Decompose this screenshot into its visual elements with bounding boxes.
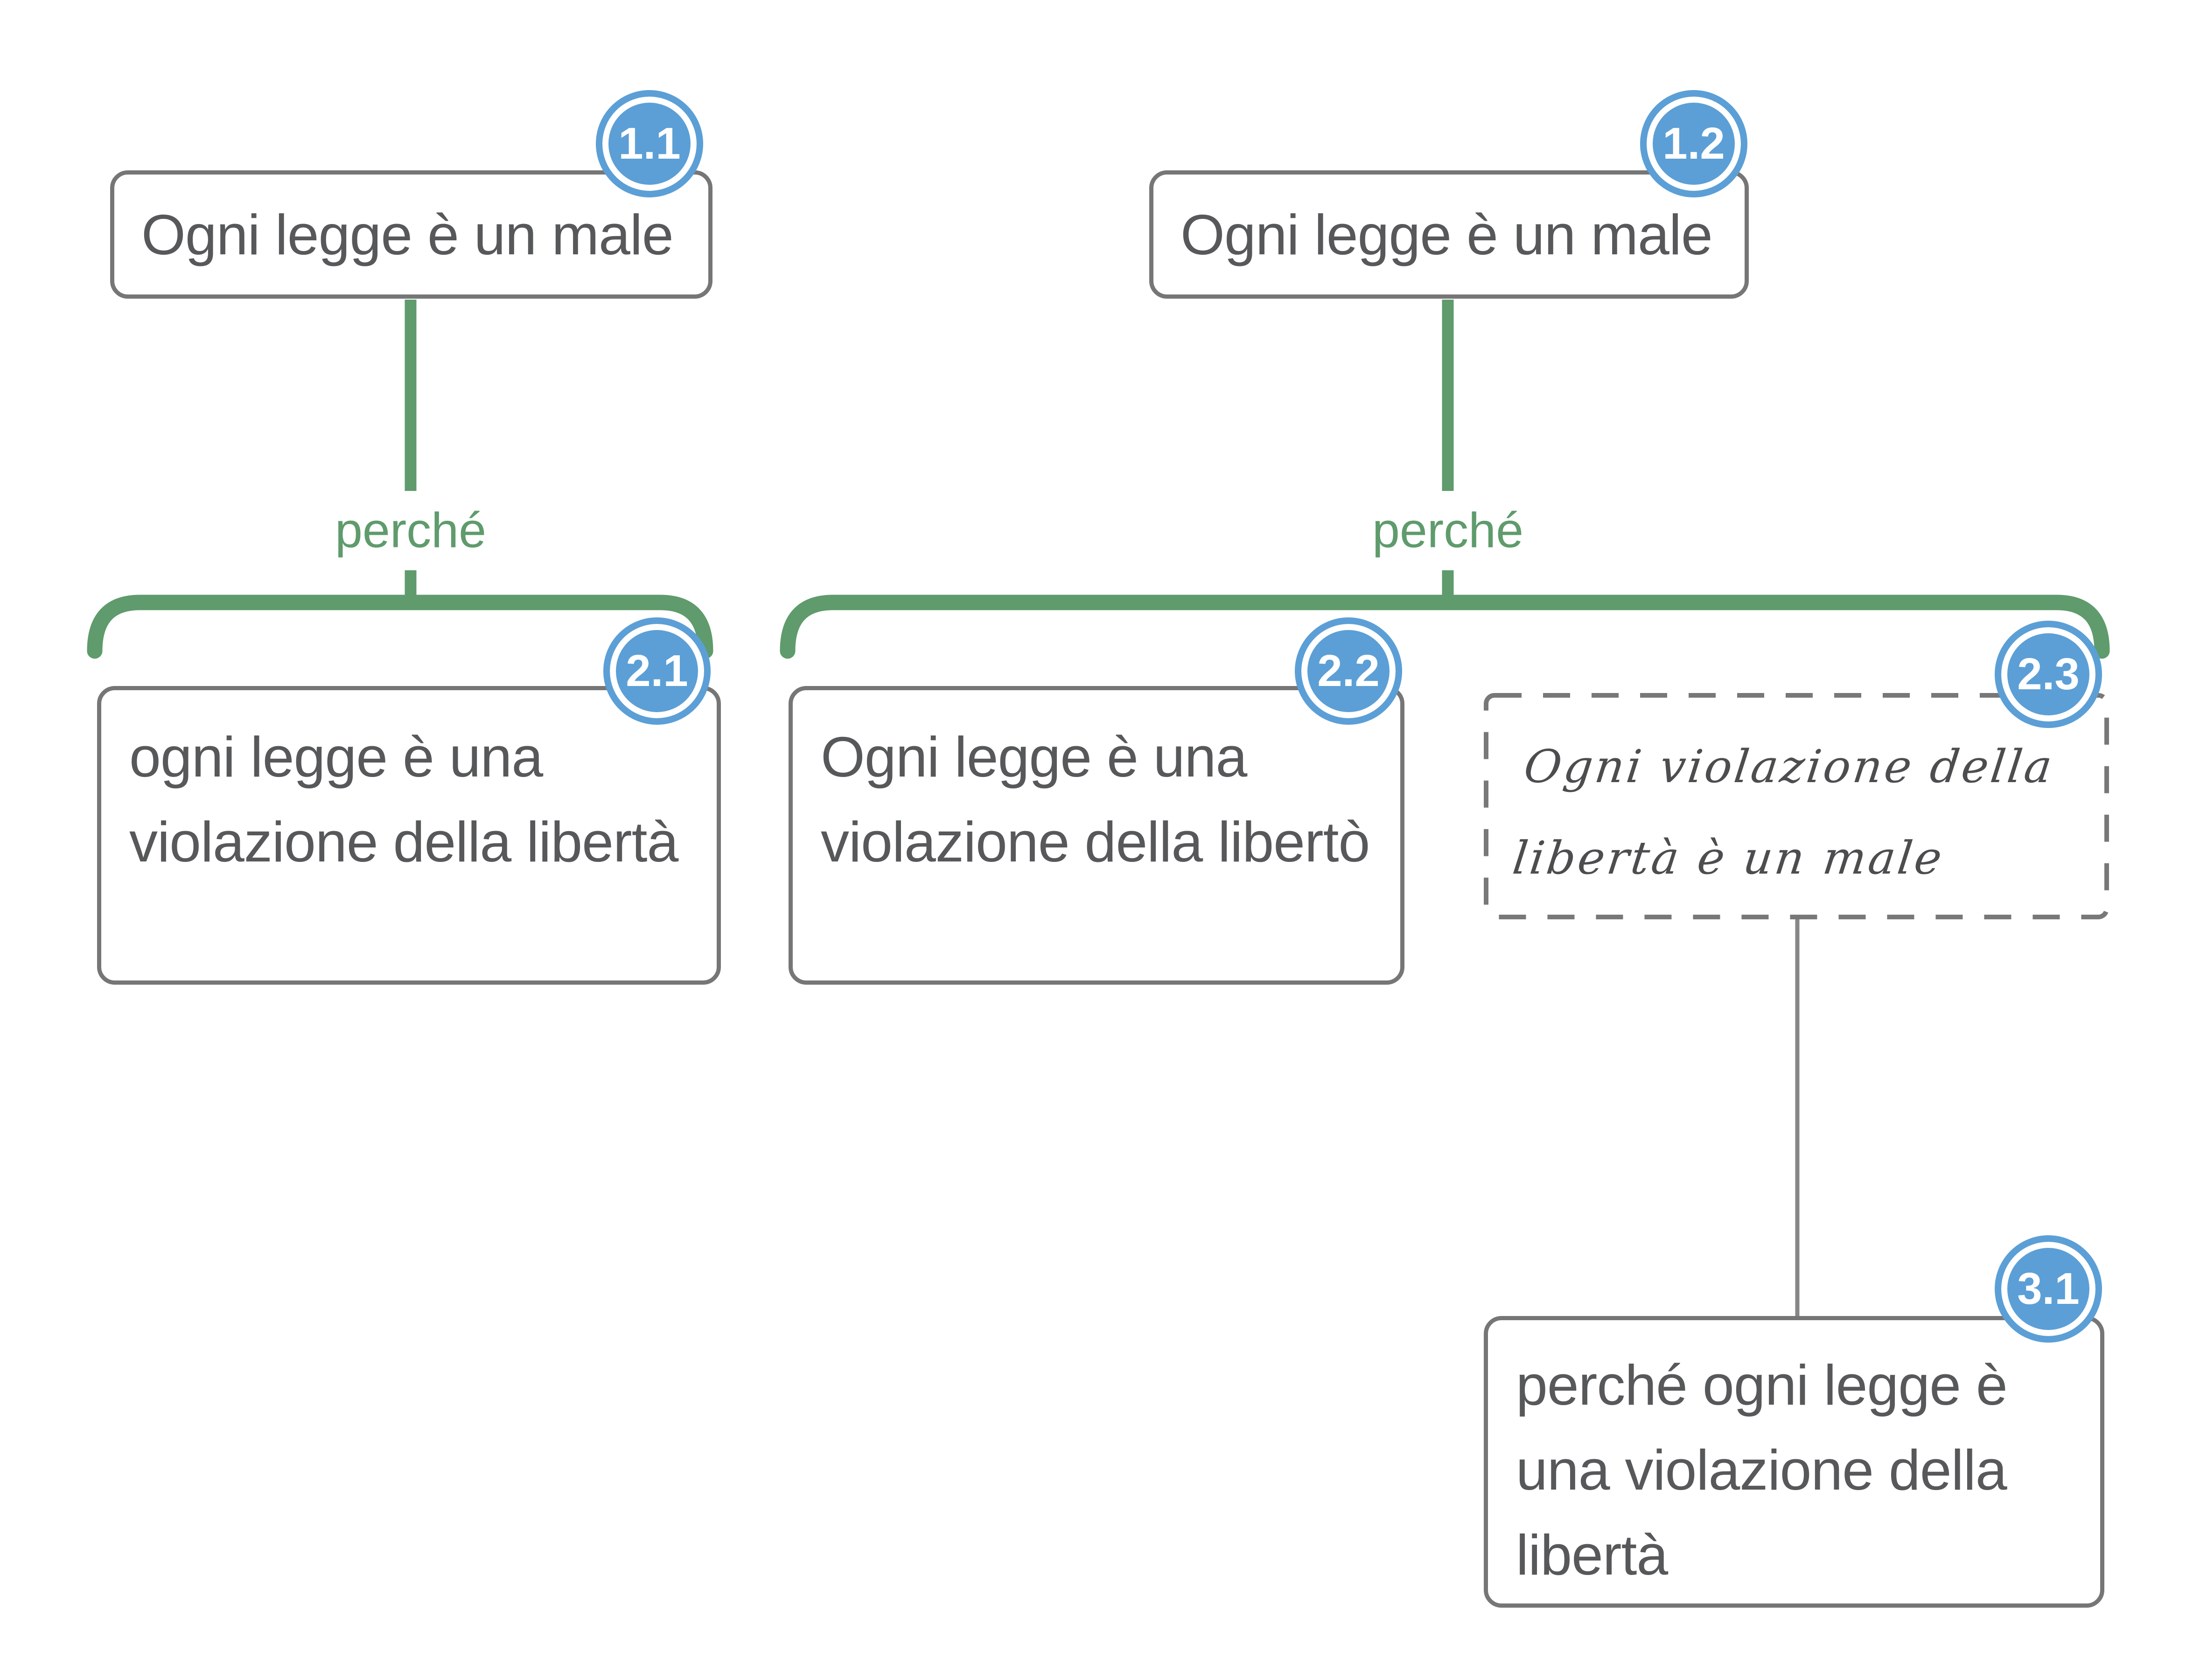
- claim-box-2-2[interactable]: Ogni legge è una violazione della libert…: [789, 686, 1404, 985]
- claim-text-2-1: ogni legge è una violazione della libert…: [129, 725, 678, 874]
- bracket-right: [780, 595, 2110, 659]
- claim-text-3-1: perché ogni legge è una violazione della…: [1516, 1353, 2008, 1587]
- claim-box-1-2[interactable]: Ogni legge è un male: [1149, 170, 1749, 299]
- badge-label-1-2: 1.2: [1662, 119, 1725, 168]
- edge-label-perche-left: perché: [328, 502, 493, 559]
- badge-2-1[interactable]: 2.1: [603, 617, 711, 725]
- badge-label-1-1: 1.1: [618, 119, 681, 168]
- badge-2-2[interactable]: 2.2: [1295, 617, 1402, 725]
- badge-label-3-1: 3.1: [2017, 1264, 2080, 1314]
- badge-label-2-1: 2.1: [626, 646, 688, 696]
- badge-1-1[interactable]: 1.1: [596, 90, 703, 197]
- badge-3-1[interactable]: 3.1: [1995, 1235, 2102, 1343]
- claim-text-2-2: Ogni legge è una violazione della libert…: [821, 725, 1370, 874]
- badge-label-2-3: 2.3: [2017, 649, 2080, 699]
- claim-box-1-1[interactable]: Ogni legge è un male: [110, 170, 712, 299]
- claim-box-2-1[interactable]: ogni legge è una violazione della libert…: [97, 686, 721, 985]
- badge-2-3[interactable]: 2.3: [1995, 621, 2102, 728]
- badge-1-2[interactable]: 1.2: [1640, 90, 1747, 197]
- claim-box-2-3-border[interactable]: [1484, 693, 2109, 919]
- badge-label-2-2: 2.2: [1317, 646, 1380, 696]
- claim-text-2-3[interactable]: Ogni violazione della libertà è un male: [1510, 740, 2057, 884]
- bracket-left: [87, 595, 713, 659]
- edge-label-perche-right: perché: [1365, 502, 1530, 559]
- claim-box-3-1[interactable]: perché ogni legge è una violazione della…: [1484, 1316, 2104, 1608]
- claim-text-1-2: Ogni legge è un male: [1180, 203, 1713, 266]
- claim-text-1-1: Ogni legge è un male: [141, 203, 674, 266]
